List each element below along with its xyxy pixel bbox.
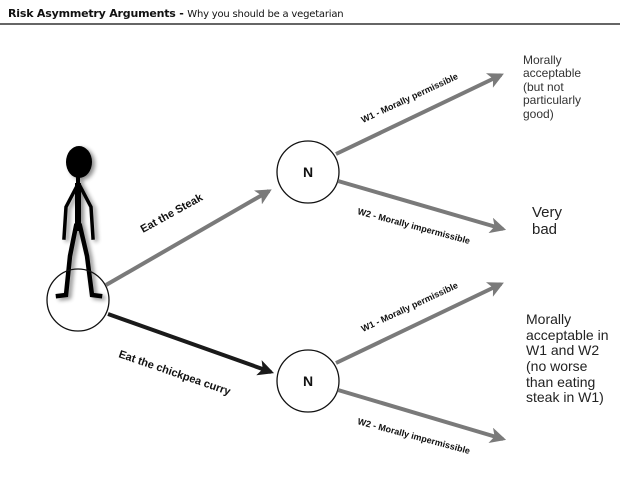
outcome-line: W1 and W2 xyxy=(526,342,600,359)
figure-right-arm xyxy=(77,183,95,240)
figure-left-arm xyxy=(62,183,80,240)
title-separator: - xyxy=(175,7,188,20)
header-divider xyxy=(0,23,620,25)
label-eat-steak: Eat the Steak xyxy=(139,191,206,235)
figure-left-leg xyxy=(55,223,79,299)
title-subtitle: Why you should be a vegetarian xyxy=(187,9,344,20)
outcome-line: (but not xyxy=(523,79,564,94)
outcome-line: Morally xyxy=(526,311,572,327)
outcome-line: acceptable xyxy=(523,66,582,81)
arrow-curry-w2 xyxy=(337,388,507,444)
outcome-curry: Morally acceptable in W1 and W2 (no wors… xyxy=(526,311,609,406)
title-main: Risk Asymmetry Arguments xyxy=(8,7,176,20)
slide-title: Risk Asymmetry Arguments - Why you shoul… xyxy=(8,7,344,20)
nature-node-curry: N xyxy=(276,349,340,413)
arrow-curry-w1 xyxy=(335,282,504,365)
arrow-eat-steak xyxy=(105,189,272,287)
figure-head xyxy=(66,146,92,178)
nature-node-steak: N xyxy=(276,140,340,204)
outcome-line: (no worse xyxy=(526,358,588,375)
start-node xyxy=(46,268,110,332)
label-curry-w2: W2 - Morally impermissible xyxy=(356,416,471,456)
label-steak-w2: W2 - Morally impermissible xyxy=(356,206,471,246)
outcome-line: bad xyxy=(532,220,558,238)
outcome-line: particularly xyxy=(523,93,582,108)
label-eat-curry: Eat the chickpea curry xyxy=(117,348,233,398)
arrow-steak-w1 xyxy=(335,73,504,156)
nature-node-curry-label: N xyxy=(303,373,313,389)
nature-node-steak-label: N xyxy=(303,164,313,180)
arrow-steak-w2 xyxy=(337,179,507,234)
outcome-line: steak in W1) xyxy=(526,389,604,406)
outcome-line: than eating xyxy=(526,373,596,390)
outcome-line: Very xyxy=(532,204,563,221)
arrow-eat-curry xyxy=(107,312,275,376)
stick-figure-icon xyxy=(55,146,103,299)
outcome-steak-w1: Morally acceptable (but not particularly… xyxy=(523,53,582,121)
outcome-line: good) xyxy=(523,106,554,121)
outcome-steak-w2: Very bad xyxy=(532,204,563,239)
outcome-line: acceptable in xyxy=(526,326,609,343)
figure-right-leg xyxy=(77,223,103,299)
outcome-line: Morally xyxy=(523,53,562,67)
